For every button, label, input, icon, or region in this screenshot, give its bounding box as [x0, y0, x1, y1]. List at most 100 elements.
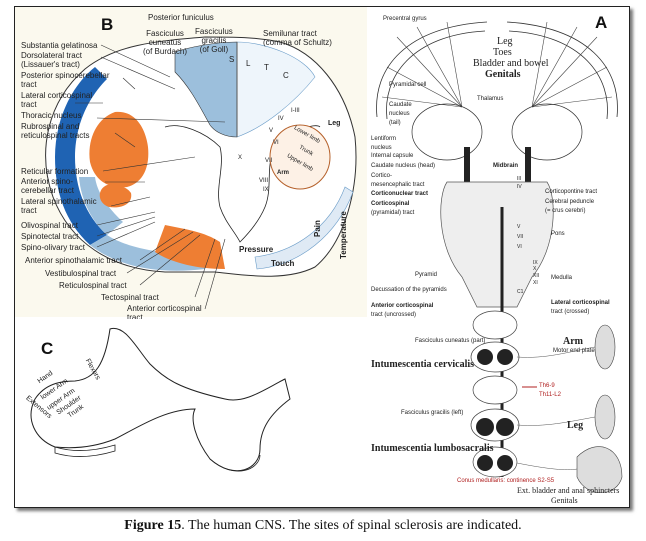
left-tract [464, 147, 470, 207]
brainstem [440, 181, 554, 308]
label-midbrain: Midbrain [493, 163, 518, 169]
figure-label: Figure 15 [124, 518, 182, 533]
label-fasciculus-gracilis: Fasciculus gracilis (left) [401, 410, 464, 416]
label-line: (tail) [389, 120, 401, 126]
label-anterior-corticospinal: Anterior corticospinal [127, 304, 202, 313]
spinal-cord-cross-section-drawing [45, 36, 357, 310]
label-rubrospinal: Rubrospinal and [21, 122, 80, 131]
label-conus: Conus medullaris: continence S2-S5 [457, 478, 555, 484]
label-line: tract [127, 313, 143, 322]
peripheral-nerves [516, 346, 596, 470]
dark-blue-lateral-tract [55, 67, 107, 245]
label-lissauer: (Lissauer's tract) [21, 60, 80, 69]
label-anterior-corticospinal: Anterior corticospinal tract (uncrossed) [371, 302, 433, 320]
label-cn-x: X [533, 266, 537, 272]
label-cn-ix: IX [533, 260, 538, 266]
label-vestibulospinal: Vestibulospinal tract [45, 269, 117, 278]
label-fasciculus-gracilis: Fasciculus gracilis (of Goll) [195, 27, 233, 54]
label-th-level: Th6-9 Th11-L2 [539, 382, 561, 400]
label-line: Fasciculus [146, 29, 184, 38]
leg-muscle [594, 394, 616, 440]
label-thoracic-nucleus: Thoracic nucleus [21, 111, 82, 120]
label-line: nucleus [389, 111, 410, 117]
gray-matter-fills [476, 349, 514, 471]
lamina-v: V [269, 128, 274, 134]
label-caudate-tail: Caudate nucleus (tail) [389, 101, 412, 128]
label-precentral-gyrus: Precentral gyrus [383, 16, 427, 22]
label-caudate-head: Caudate nucleus (head) [371, 163, 436, 169]
label-fasciculus-cuneatus: Fasciculus cuneatus (part) [415, 338, 486, 344]
label-anterior-spinocerebellar: Anterior spino- [21, 177, 74, 186]
label-genitals-top: Genitals [485, 69, 521, 80]
label-line: cuneatus [148, 38, 182, 47]
label-pyramid: Pyramid [415, 272, 438, 278]
anterolateral-sensory-band [254, 186, 354, 270]
orange-rubrospinal [99, 184, 132, 208]
label-lentiform-nucleus: Lentiform nucleus [371, 135, 396, 153]
label-decussation: Decussation of the pyramids [371, 287, 447, 293]
label-medulla: Medulla [551, 275, 573, 281]
label-corticospinal: Corticospinal (pyramidal) tract [371, 200, 414, 218]
label-line: Semilunar tract [263, 29, 317, 38]
label-arm: Arm [563, 336, 583, 347]
panel-a-corticospinal-pathway: A Precentral gyrus Leg Toes Bladder and … [367, 7, 629, 507]
posterior-funiculus-left [174, 41, 238, 138]
lamina-vii: VII [265, 158, 273, 164]
posterior-funiculus-right [236, 41, 316, 138]
label-leg: Leg [497, 36, 513, 47]
segment-t: T [264, 63, 269, 72]
label-lateral-corticospinal: Lateral corticospinal tract (crossed) [551, 299, 610, 317]
label-line: Corticospinal [371, 201, 410, 207]
label-lateral-spinothalamic: Lateral spinothalamic [21, 197, 97, 206]
label-line: Fasciculus [195, 27, 233, 36]
label-cerebral-peduncle: Cerebral peduncle (= crus cerebri) [545, 198, 594, 216]
label-line: mesencephalic tract [371, 182, 425, 188]
label-line: (of Goll) [199, 45, 229, 54]
segment-s: S [229, 55, 235, 64]
label-line: tract (crossed) [551, 309, 590, 315]
label-c1: C1 [517, 289, 524, 295]
thalamus-outlines [411, 103, 583, 161]
label-bladder-bowel: Bladder and bowel [473, 58, 549, 69]
segment-c: C [283, 71, 289, 80]
label-reticulospinal: Reticulospinal tract [59, 281, 127, 290]
label-line: Anterior corticospinal [371, 303, 434, 309]
label-line: (comma of Schultz) [263, 38, 332, 47]
label-lateral-corticospinal: Lateral corticospinal [21, 91, 93, 100]
label-cn-v: V [517, 224, 521, 230]
somatotopic-map [269, 124, 331, 190]
label-leg: Leg [328, 120, 341, 127]
pelvic-organs [576, 446, 623, 493]
caption-text: . The human CNS. The sites of spinal scl… [181, 518, 522, 533]
label-line: Th6-9 [539, 383, 555, 389]
projection-fibers [381, 21, 613, 108]
label-intumescentia-lumbosacralis: Intumescentia lumbosacralis [371, 443, 494, 454]
label-dorsolateral-tract: Dorsolateral tract [21, 51, 82, 60]
label-genitals-bottom: Genitals [551, 496, 578, 505]
label-line: tract (uncrossed) [371, 312, 417, 318]
arm-muscle [594, 324, 616, 370]
orange-lateral-corticospinal [89, 111, 149, 188]
label-pyramidal-cell: Pyramidal cell [389, 82, 427, 88]
label-substantia-gelatinosa: Substantia gelatinosa [21, 41, 98, 50]
label-spinotectal: Spinotectal tract [21, 232, 79, 241]
somatotopic-slab-drawing [30, 327, 291, 472]
label-anterior-spinothalamic: Anterior spinothalamic tract [25, 256, 122, 265]
label-line: Th11-L2 [539, 392, 561, 398]
slab-edge [54, 444, 116, 457]
label-line: reticulospinal tracts [21, 131, 90, 140]
label-spino-olivary: Spino-olivary tract [21, 243, 86, 252]
label-posterior-spinocerebellar: Posterior spinocerebellar [21, 71, 110, 80]
light-blue-spinocerebellar [79, 177, 123, 235]
label-touch: Touch [271, 259, 295, 268]
label-corticomesencephalic: Cortico- mesencephalic tract [371, 172, 424, 190]
panel-c-somatotopic-model: C Hand lower Arm upper Arm Shoulder Trun… [15, 319, 367, 507]
lamina-ix: IX [263, 187, 269, 193]
label-motor-end-plate: Motor end plate [553, 348, 595, 354]
label-cn-iv: IV [517, 184, 522, 190]
lamina-viii: VIII [259, 178, 269, 184]
label-cn-vii: VII [517, 234, 524, 240]
label-temperature: Temperature [339, 211, 348, 259]
lamina-i-iii: I-III [291, 108, 300, 114]
label-line: (of Burdach) [143, 47, 188, 56]
